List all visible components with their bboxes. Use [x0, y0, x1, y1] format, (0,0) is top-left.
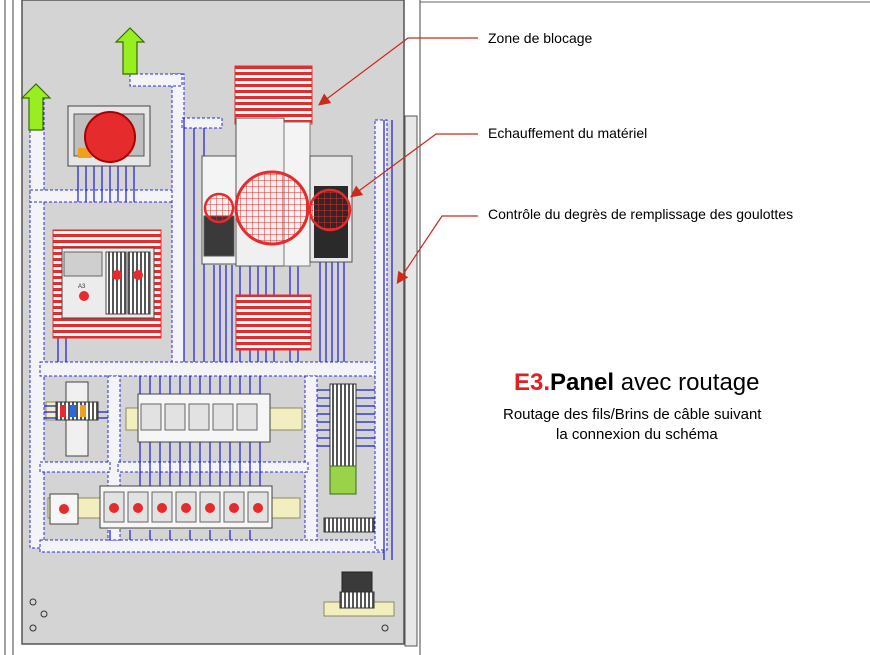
title-rest: avec routage [614, 369, 760, 396]
cable-ducts [29, 73, 388, 553]
contactor-row [49, 485, 273, 529]
subtitle-line-1: Routage des fils/Brins de câble suivant [503, 406, 762, 423]
title-panel: Panel [550, 369, 615, 396]
plc-tag: A3 [78, 284, 86, 290]
wiring [44, 118, 393, 560]
page-title: E3.Panel avec routage [514, 369, 760, 397]
bottom-terminal-block [339, 571, 375, 609]
title-code: E3. [514, 369, 551, 396]
drive-group [201, 65, 353, 351]
right-terminal-strip [323, 383, 375, 533]
callout-echauffement: Echauffement du matériel [488, 125, 648, 141]
breaker-row [137, 393, 271, 443]
subtitle-line-2: la connexion du schéma [556, 426, 718, 443]
enclosure-side [404, 115, 418, 647]
callout-remplissage-goulottes: Contrôle du degrès de remplissage des go… [488, 206, 794, 222]
left-terminal-block [55, 381, 99, 457]
transformer-unit [67, 105, 151, 167]
callout-zone-de-blocage: Zone de blocage [488, 30, 593, 46]
mounting-holes [29, 598, 389, 632]
ventilation-arrows [20, 27, 146, 131]
plc-zone: A3 [52, 229, 162, 339]
callout-leaders [318, 37, 478, 284]
